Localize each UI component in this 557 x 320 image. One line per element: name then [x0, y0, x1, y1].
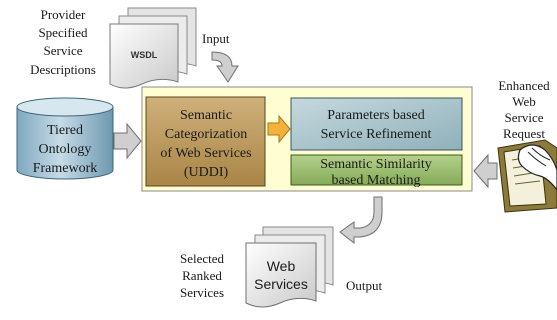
categorization-line-2: Categorization: [165, 127, 247, 142]
categorization-line-1: Semantic: [180, 108, 232, 123]
categorization-box: Semantic Categorization of Web Services …: [145, 96, 266, 187]
ontology-line-3: Framework: [33, 161, 98, 176]
web-services-line-1: Web: [267, 258, 296, 274]
request-line-1: Enhanced: [498, 78, 550, 93]
request-line-4: Request: [503, 126, 545, 141]
matching-box: Semantic Similarity based Matching: [290, 154, 463, 188]
refinement-line-2: Service Refinement: [321, 127, 432, 142]
matching-line-1: Semantic Similarity: [320, 157, 432, 172]
categorization-line-3: of Web Services: [160, 146, 251, 161]
provider-line-1: Provider: [41, 7, 86, 22]
input-arrow-icon: [211, 51, 239, 83]
web-services-document-stack-icon: Web Services: [245, 226, 334, 308]
selected-services-label: Selected Ranked Services: [180, 251, 225, 300]
selected-line-2: Ranked: [182, 268, 222, 283]
provider-line-4: Descriptions: [30, 62, 96, 77]
request-line-2: Web: [512, 94, 536, 109]
refinement-box: Parameters based Service Refinement: [290, 97, 463, 151]
provider-line-2: Specified: [38, 25, 88, 40]
output-label: Output: [346, 278, 383, 293]
selected-line-3: Services: [180, 285, 224, 300]
selected-line-1: Selected: [180, 251, 225, 266]
matching-line-2: based Matching: [331, 173, 420, 188]
hand-with-document-icon: [497, 139, 557, 213]
ontology-line-1: Tiered: [47, 123, 83, 138]
wsdl-document-stack-icon: WSDL: [109, 7, 197, 89]
request-arrow-icon: [473, 153, 498, 189]
categorization-line-4: (UDDI): [184, 165, 229, 180]
refinement-line-1: Parameters based: [327, 108, 425, 123]
provider-line-3: Service: [44, 43, 83, 58]
provider-label: Provider Specified Service Descriptions: [30, 7, 96, 77]
web-services-line-2: Services: [254, 276, 308, 292]
refinement-arrow-icon: [267, 114, 291, 144]
request-line-3: Service: [505, 110, 544, 125]
ontology-database-icon: Tiered Ontology Framework: [16, 97, 114, 180]
wsdl-label: WSDL: [131, 50, 158, 60]
ontology-line-2: Ontology: [39, 142, 92, 157]
input-label: Input: [202, 31, 230, 46]
request-label: Enhanced Web Service Request: [498, 78, 550, 141]
output-arrow-icon: [339, 196, 383, 245]
ontology-arrow-icon: [113, 122, 142, 160]
